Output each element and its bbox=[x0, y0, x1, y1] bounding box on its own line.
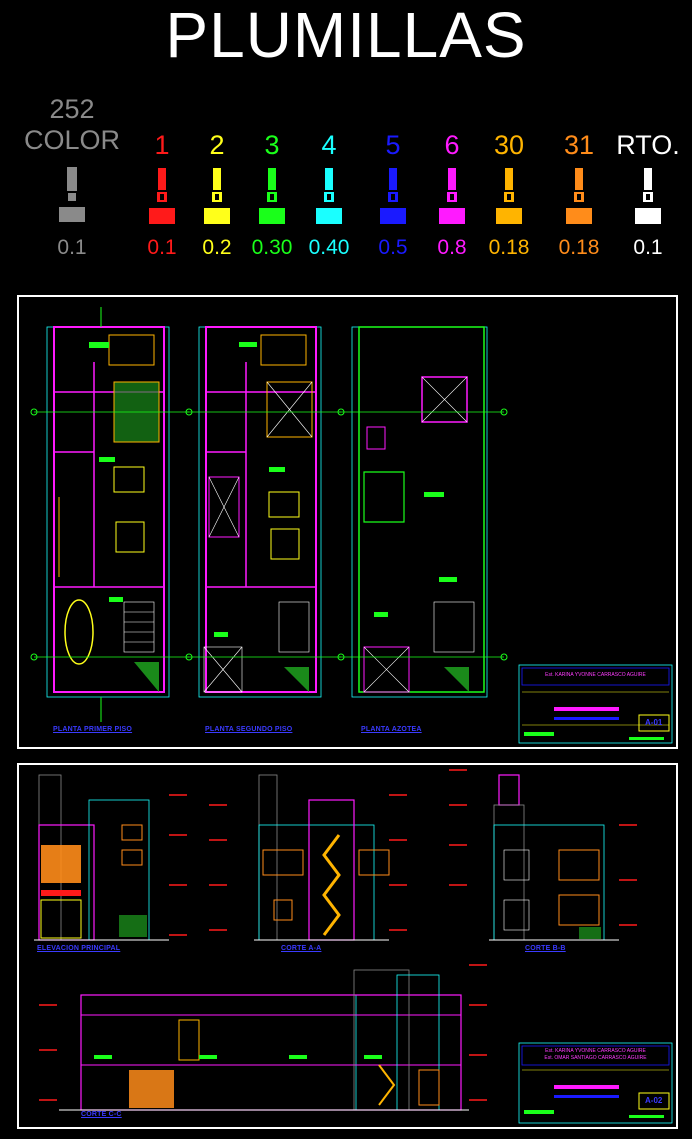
pen-width: 0.18 bbox=[488, 236, 530, 259]
titleblock-a02-name: Est. KARINA YVONNE CARRASCO AGUIRE bbox=[545, 1048, 646, 1054]
pen-number: 31 bbox=[563, 130, 595, 160]
section-b-b bbox=[489, 774, 619, 941]
titleblock-a02 bbox=[518, 1042, 673, 1124]
pen-width: 0.1 bbox=[633, 236, 663, 259]
titleblock-a01 bbox=[518, 664, 673, 744]
sheet-floor-plans: PLANTA PRIMER PISO PLANTA SEGUNDO PISO P… bbox=[17, 295, 678, 749]
pen-icon bbox=[259, 168, 285, 224]
pen-width: 0.1 bbox=[147, 236, 177, 259]
pen-number: 5 bbox=[385, 130, 401, 160]
label-first-floor: PLANTA PRIMER PISO bbox=[53, 726, 133, 733]
section-c-c bbox=[59, 969, 469, 1111]
elevations-drawing bbox=[34, 769, 673, 1124]
pen-252-label: COLOR bbox=[23, 125, 121, 155]
pen-icon bbox=[380, 168, 406, 224]
plan-second-floor bbox=[186, 326, 345, 698]
pen-icon bbox=[496, 168, 522, 224]
titleblock-a02-name2: Est. OMAR SANTIAGO CARRASCO AGUIRE bbox=[544, 1055, 647, 1061]
label-elevation-main: ELEVACION PRINCIPAL bbox=[37, 945, 121, 952]
pen-width: 0.5 bbox=[378, 236, 408, 259]
sheet-elevations-sections: ELEVACION PRINCIPAL CORTE A-A CORTE B-B … bbox=[17, 763, 678, 1129]
titleblock-a01-code: A-01 bbox=[645, 718, 663, 727]
pen-number: RTO. bbox=[616, 130, 680, 160]
pen-icon bbox=[316, 168, 342, 224]
label-section-b-b: CORTE B-B bbox=[525, 945, 566, 952]
section-a-a bbox=[254, 774, 390, 941]
pen-icon bbox=[439, 168, 465, 224]
pen-number: 3 bbox=[264, 130, 280, 160]
pen-icon bbox=[635, 168, 661, 224]
pen-252-number: 252 bbox=[49, 94, 95, 124]
pen-icon bbox=[566, 168, 592, 224]
pen-number: 4 bbox=[321, 130, 337, 160]
pen-width: 0.40 bbox=[308, 236, 350, 259]
level-marks bbox=[39, 769, 637, 1101]
page-title: PLUMILLAS bbox=[165, 0, 527, 71]
plan-roof bbox=[339, 326, 508, 698]
pen-number: 2 bbox=[209, 130, 225, 160]
elevation-main bbox=[34, 774, 169, 941]
pen-icon bbox=[149, 168, 175, 224]
pen-width: 0.2 bbox=[202, 236, 232, 259]
floor-plans-drawing bbox=[30, 307, 673, 744]
plan-first-floor bbox=[30, 307, 193, 722]
label-roof: PLANTA AZOTEA bbox=[361, 726, 422, 733]
pen-252-icon bbox=[59, 167, 85, 222]
pen-number: 6 bbox=[444, 130, 460, 160]
label-section-a-a: CORTE A-A bbox=[281, 945, 322, 952]
pen-number: 1 bbox=[154, 130, 170, 160]
titleblock-a01-name: Est. KARINA YVONNE CARRASCO AGUIRE bbox=[545, 672, 646, 678]
pen-icon bbox=[204, 168, 230, 224]
pen-legend-9: RTO. 0.1 bbox=[608, 130, 688, 260]
pen-number: 30 bbox=[493, 130, 525, 160]
pen-width: 0.18 bbox=[558, 236, 600, 259]
label-second-floor: PLANTA SEGUNDO PISO bbox=[205, 726, 293, 733]
titleblock-a02-code: A-02 bbox=[645, 1096, 663, 1105]
pen-width: 0.30 bbox=[251, 236, 293, 259]
label-section-c-c: CORTE C-C bbox=[81, 1111, 122, 1118]
pen-252-width: 0.1 bbox=[57, 236, 87, 259]
pen-width: 0.8 bbox=[437, 236, 467, 259]
